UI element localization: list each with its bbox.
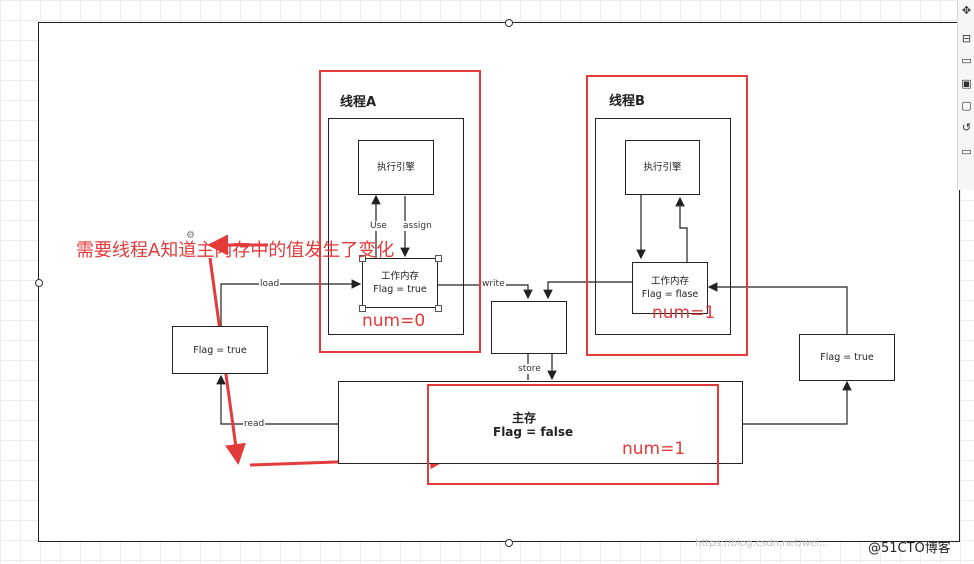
frame-handle-top[interactable] — [505, 19, 513, 27]
thread-a-title: 线程A — [340, 95, 377, 110]
comment-icon[interactable]: ▭ — [961, 145, 972, 158]
edge-label-use: Use — [369, 221, 388, 231]
thread-a-container[interactable] — [328, 118, 464, 335]
working-memory-label: 工作内存 — [380, 271, 419, 282]
write-buffer-box[interactable] — [491, 301, 567, 354]
execution-engine-label: 执行引擎 — [643, 162, 682, 173]
left-flag-box[interactable]: Flag = true — [172, 326, 268, 374]
format-icon[interactable]: ⊟ — [961, 32, 972, 45]
small-gear-icon: ⚙ — [186, 230, 195, 241]
edge-label-assign: assign — [402, 221, 433, 231]
folder-icon[interactable]: ▢ — [961, 99, 972, 112]
edge-label-store: store — [517, 364, 542, 374]
thread-b-working-memory[interactable]: 工作内存 Flag = flase — [632, 262, 708, 314]
sparkle-icon[interactable]: ✥ — [961, 4, 972, 17]
frame-handle-bottom[interactable] — [505, 539, 513, 547]
working-memory-flag: Flag = true — [373, 284, 427, 295]
main-memory-box[interactable] — [338, 381, 743, 464]
thread-b-highlight — [586, 75, 748, 356]
selection-handle[interactable] — [359, 255, 366, 262]
thread-a-num: num=0 — [362, 311, 426, 331]
right-to-thread-b-edge — [707, 282, 848, 334]
main-memory-value: Flag = false — [493, 425, 574, 439]
edge-label-write: write — [481, 279, 506, 289]
thread-b-num: num=1 — [652, 303, 716, 323]
edge-label-read: read — [243, 419, 266, 429]
thread-b-title: 线程B — [609, 94, 645, 109]
thread-a-execution-engine[interactable]: 执行引擎 — [358, 140, 434, 195]
right-flag-box[interactable]: Flag = true — [799, 334, 895, 381]
working-memory-label: 工作内存 — [650, 276, 689, 287]
thread-b-write-edge — [543, 281, 632, 300]
main-memory-num: num=1 — [622, 439, 686, 459]
selection-handle[interactable] — [435, 255, 442, 262]
thread-a-working-memory[interactable]: 工作内存 Flag = true — [362, 258, 438, 308]
frame-handle-left[interactable] — [35, 279, 43, 287]
annotation-text: 需要线程A知道主内存中的值发生了变化 — [76, 240, 395, 261]
brand-watermark: @51CTO博客 — [868, 541, 951, 556]
history-icon[interactable]: ↺ — [961, 121, 972, 134]
layers-icon[interactable]: ▭ — [961, 54, 972, 67]
main-to-right-edge — [743, 380, 852, 425]
read-edge — [216, 374, 338, 425]
execution-engine-label: 执行引擎 — [376, 162, 415, 173]
selection-handle[interactable] — [359, 305, 366, 312]
page-icon[interactable]: ▣ — [961, 77, 972, 90]
watermark-url: https://blog.csdn.net/wei... — [695, 538, 829, 549]
load-edge — [220, 279, 362, 326]
thread-a-highlight — [319, 70, 481, 353]
right-toolbar: ✥ ⊟ ▭ ▣ ▢ ↺ ▭ — [957, 0, 974, 190]
thread-b-execution-engine[interactable]: 执行引擎 — [625, 140, 700, 195]
right-flag-text: Flag = true — [820, 352, 874, 363]
edge-label-load: load — [259, 279, 281, 289]
thread-b-use-edge — [675, 196, 688, 262]
write-edge — [438, 284, 533, 300]
working-memory-flag: Flag = flase — [641, 289, 699, 300]
left-flag-text: Flag = true — [193, 344, 247, 356]
selection-handle[interactable] — [435, 305, 442, 312]
thread-b-container[interactable] — [595, 118, 731, 335]
main-memory-title: 主存 — [512, 411, 537, 425]
main-memory-highlight — [427, 384, 719, 485]
